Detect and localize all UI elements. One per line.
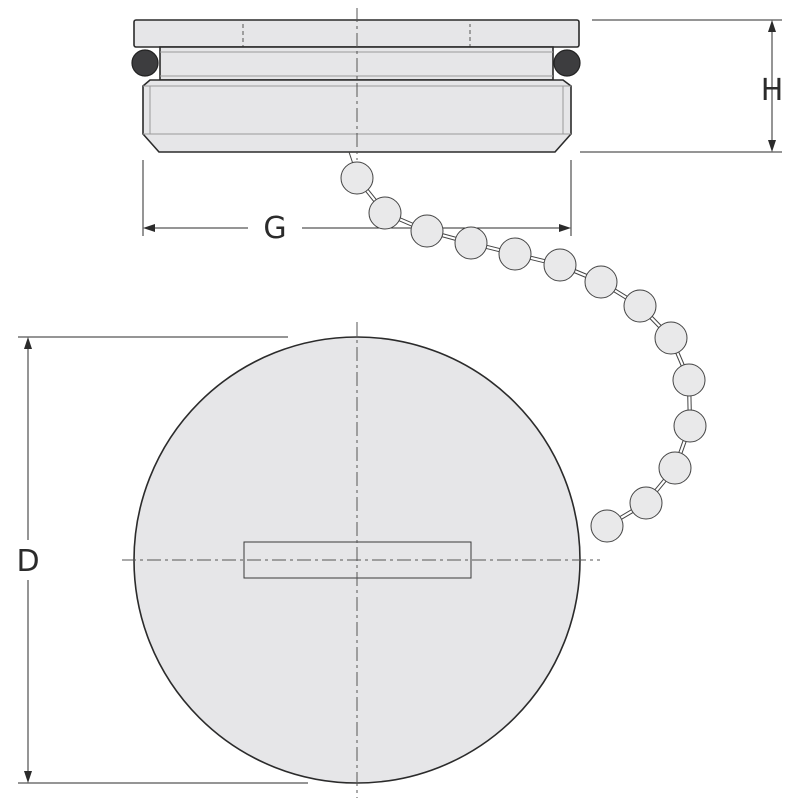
chain-ball	[498, 237, 532, 271]
chain-ball	[454, 226, 488, 260]
chain-ball	[590, 509, 624, 543]
dimension-d: D	[16, 336, 308, 784]
chain-ball	[410, 214, 444, 248]
chain-ball	[672, 363, 706, 397]
cap-side-view	[131, 8, 581, 160]
chain-ball	[629, 486, 663, 520]
chain-ball	[658, 451, 692, 485]
chain-stub	[348, 151, 354, 165]
ball-chain	[340, 151, 707, 543]
oring-right	[553, 49, 581, 77]
chain-ball	[368, 196, 402, 230]
chain-ball	[673, 409, 707, 443]
chain-ball	[623, 289, 657, 323]
dimension-label-d: D	[16, 544, 39, 579]
dimension-label-h: H	[761, 73, 784, 108]
chain-ball	[340, 161, 374, 195]
dimension-h: H	[580, 19, 784, 153]
chain-ball	[584, 265, 618, 299]
chain-ball	[543, 248, 577, 282]
cap-top-view	[122, 322, 600, 798]
chain-ball	[654, 321, 688, 355]
oring-left	[131, 49, 159, 77]
dimension-label-g: G	[263, 211, 286, 246]
